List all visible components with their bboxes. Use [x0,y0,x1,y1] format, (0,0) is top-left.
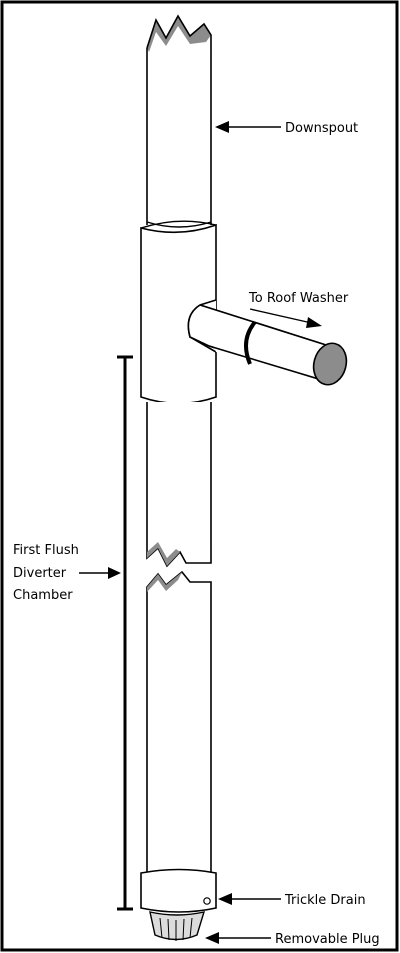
label-downspout: Downspout [285,121,358,136]
label-chamber-line3: Chamber [13,588,73,603]
chamber-pipe-upper [146,402,212,568]
removable-plug [149,911,206,941]
chamber-break-shade-upper [147,542,180,566]
chamber-break-shade-lower [147,572,182,592]
tee-fitting [140,223,217,405]
outlet-pipe-bottom [208,345,333,384]
roof-washer-arrow-line [249,308,317,325]
label-chamber-line2: Diverter [13,566,67,581]
outlet-pipe-top [199,304,327,346]
trickle-drain-arrowhead [218,893,232,905]
outlet-pipe-start [187,304,210,347]
downspout-break-shade [147,16,211,52]
downspout-pipe [146,14,212,225]
downspout-arrowhead [215,121,229,133]
removable-plug-arrowhead [205,932,219,944]
label-chamber-line1: First Flush [13,543,79,558]
plug-ridges [159,917,193,941]
outlet-coupling [244,320,257,365]
label-trickle-drain: Trickle Drain [284,893,366,908]
chamber-arrowhead [108,567,121,579]
outlet-pipe-opening [312,342,348,386]
label-roof-washer: To Roof Washer [248,291,349,306]
trickle-drain-hole [203,897,211,905]
outlet-pipe-body [200,305,332,383]
tee-fitting-top-rim [140,220,217,229]
roof-washer-arrowhead [306,317,322,328]
bottom-cap [140,868,217,913]
downspout-bottom-edge [146,221,212,228]
chamber-pipe-lower [146,570,212,875]
label-removable-plug: Removable Plug [275,932,380,947]
